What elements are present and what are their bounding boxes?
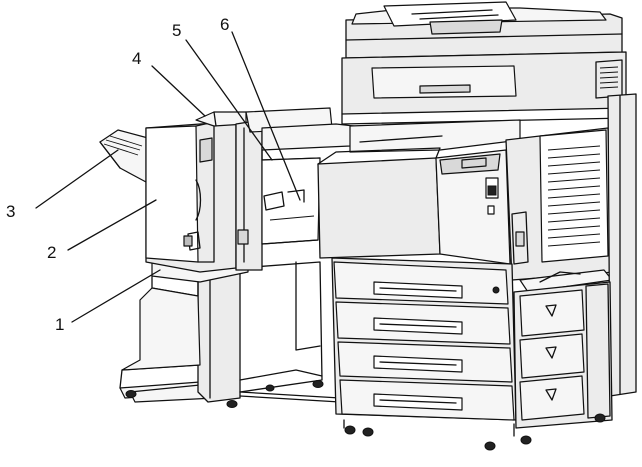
finisher-support-stand [119, 254, 341, 408]
leader-line-6 [231, 31, 301, 201]
callout-2: 2 [47, 243, 56, 262]
leader-line-1 [71, 269, 161, 323]
bridge-unit-inner [261, 157, 321, 245]
callout-4: 4 [132, 49, 141, 68]
callout-5: 5 [172, 21, 181, 40]
leader-lines [35, 31, 301, 323]
callout-1: 1 [55, 315, 64, 334]
leader-line-5 [185, 39, 273, 161]
bridge-unit [245, 107, 443, 245]
callout-3: 3 [6, 202, 15, 221]
leader-line-2 [67, 199, 157, 251]
callout-6: 6 [220, 15, 229, 34]
finisher-top-cover [195, 111, 247, 127]
output-tray [99, 129, 149, 183]
leader-line-4 [151, 65, 206, 117]
leader-line-3 [35, 149, 119, 209]
document-feeder [341, 1, 627, 125]
paper-trays [331, 257, 532, 451]
printer-main-body [317, 93, 637, 397]
callout-labels: 1 2 3 4 5 6 [6, 15, 229, 334]
side-feeder-drawers [513, 281, 613, 429]
finisher-unit [145, 111, 263, 273]
